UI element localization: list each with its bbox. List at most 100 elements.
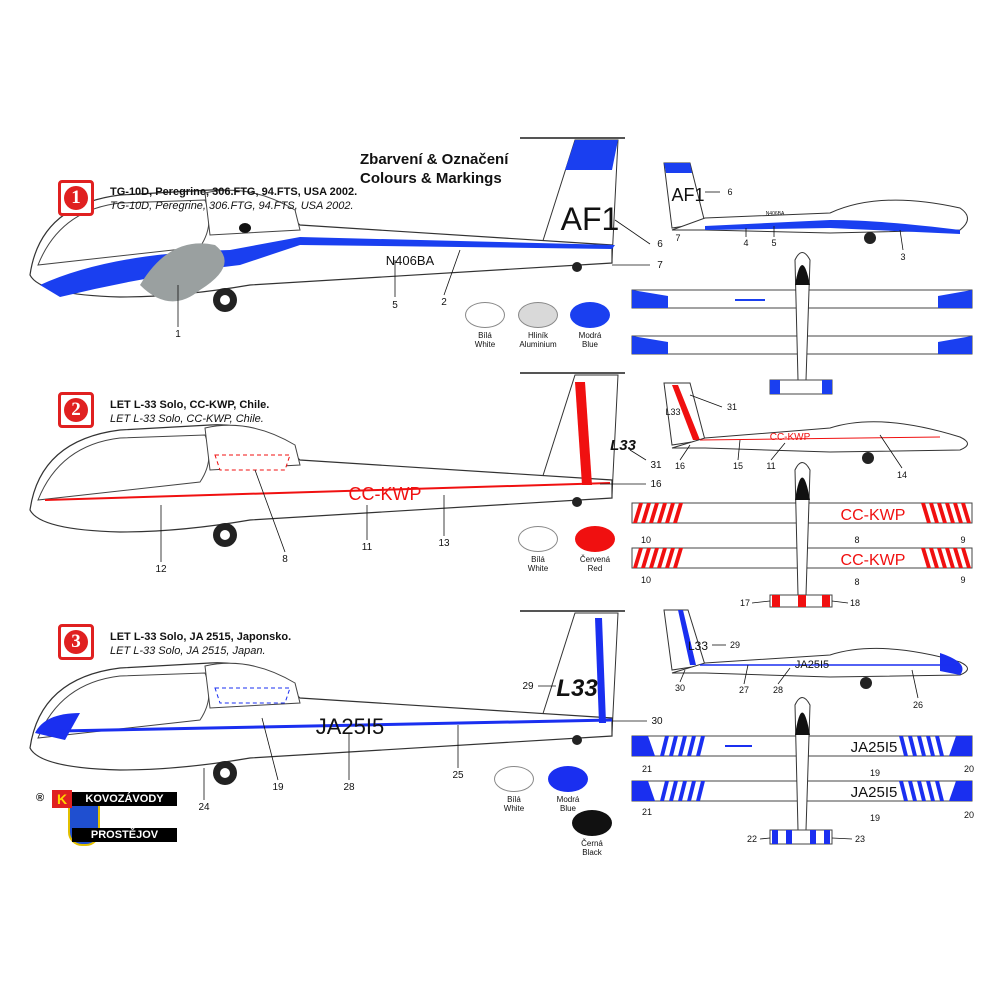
swatch-dot bbox=[465, 302, 505, 328]
blue-nose bbox=[35, 713, 80, 740]
wing-stripe-left bbox=[641, 548, 651, 568]
tailplane-stripes bbox=[772, 595, 830, 607]
wing-stripe-right bbox=[926, 736, 935, 756]
wing-stripe-right bbox=[937, 503, 947, 523]
callout-12: 12 bbox=[155, 564, 167, 575]
callout-3: 3 bbox=[900, 252, 905, 262]
scheme-caption-3: LET L-33 Solo, JA 2515, Japonsko. LET L-… bbox=[110, 631, 292, 657]
callout-4: 4 bbox=[743, 238, 748, 248]
leader-line bbox=[831, 600, 849, 604]
callout-6: 6 bbox=[727, 187, 732, 197]
leader-line bbox=[911, 669, 919, 699]
wing-stripe-right bbox=[961, 548, 971, 568]
callout-29: 29 bbox=[730, 640, 740, 650]
side-fin-tip bbox=[664, 163, 692, 173]
side-registration: CC-KWP bbox=[770, 432, 811, 443]
wheel-hub bbox=[220, 768, 230, 778]
kovozavody-logo: ® K KOVOZÁVODY PROSTĚJOV bbox=[32, 790, 177, 848]
page-title: Zbarvení & Označení Colours & Markings bbox=[360, 150, 508, 188]
title-czech: Zbarvení & Označení bbox=[360, 151, 509, 168]
callout-26: 26 bbox=[913, 700, 923, 710]
leader-line bbox=[629, 449, 647, 461]
swatch-dot bbox=[572, 810, 612, 836]
wing-stripe-left bbox=[657, 548, 667, 568]
leader-line bbox=[759, 837, 771, 840]
tail-wheel bbox=[572, 735, 582, 745]
callout-20: 20 bbox=[964, 810, 974, 820]
wing-stripe-right bbox=[917, 736, 926, 756]
wing-stripe-left bbox=[687, 736, 696, 756]
callout-21: 21 bbox=[642, 764, 652, 774]
wing-stripe-left bbox=[657, 503, 667, 523]
leader-line bbox=[679, 669, 686, 683]
leader-line bbox=[737, 439, 741, 461]
wing-registration: CC-KWP bbox=[841, 507, 906, 524]
red-cheatline bbox=[44, 482, 611, 501]
wing-stripe-right bbox=[935, 736, 944, 756]
leader-line bbox=[777, 667, 791, 685]
wing-tip-right bbox=[938, 290, 972, 308]
blue-cheatline bbox=[59, 718, 613, 733]
wing-stripe-right bbox=[945, 548, 955, 568]
callout-10: 10 bbox=[641, 535, 651, 545]
wing-tip-right bbox=[949, 736, 972, 756]
callout-7: 7 bbox=[675, 233, 680, 243]
wing-stripe-right bbox=[899, 736, 908, 756]
swatch-dot bbox=[575, 526, 615, 552]
side-fin-stripe bbox=[678, 610, 696, 665]
swatch-dot bbox=[548, 766, 588, 792]
callout-5: 5 bbox=[392, 300, 398, 311]
callout-6: 6 bbox=[657, 239, 663, 250]
leader-line bbox=[751, 600, 771, 604]
leader-line bbox=[689, 394, 723, 408]
canopy bbox=[37, 672, 210, 739]
side-wheel bbox=[860, 677, 872, 689]
plan-canopy bbox=[795, 265, 810, 285]
red-fin-stripe bbox=[575, 382, 592, 485]
callout-28: 28 bbox=[773, 685, 783, 695]
callout-19: 19 bbox=[870, 813, 880, 823]
side-tail-code: L33 bbox=[665, 407, 680, 417]
wing-stripe-left bbox=[660, 736, 669, 756]
wing-stripe-left bbox=[669, 736, 678, 756]
wing-stripe-left bbox=[641, 503, 651, 523]
logo-line-2: PROSTĚJOV bbox=[72, 828, 177, 842]
callout-2: 2 bbox=[441, 297, 447, 308]
aluminium-lightning-panel bbox=[140, 243, 225, 302]
wing-stripe-right bbox=[953, 503, 963, 523]
logo-k: K bbox=[52, 790, 72, 808]
callout-24: 24 bbox=[198, 802, 210, 813]
callout-22: 22 bbox=[747, 834, 757, 844]
leader-line bbox=[743, 664, 749, 685]
wing-tip-left bbox=[632, 736, 655, 756]
tail-wheel bbox=[572, 262, 582, 272]
side-wheel bbox=[864, 232, 876, 244]
callout-31: 31 bbox=[650, 460, 662, 471]
wing-tip-left bbox=[632, 336, 668, 354]
wing-stripe-left bbox=[633, 548, 643, 568]
scheme-caption-1: TG-10D, Peregrine, 306.FTG, 94.FTS, USA … bbox=[110, 186, 358, 212]
canopy bbox=[37, 199, 210, 266]
scheme-badge-2: 2 bbox=[58, 392, 94, 428]
tailplane-tip bbox=[770, 380, 780, 394]
canopy-ring bbox=[239, 223, 251, 233]
wing-stripe-left bbox=[687, 781, 696, 801]
leader-line bbox=[879, 434, 903, 469]
tailplane-stripes bbox=[772, 830, 830, 844]
wing-stripe-right bbox=[953, 548, 963, 568]
callout-9: 9 bbox=[960, 575, 965, 585]
callout-30: 30 bbox=[675, 683, 685, 693]
side-fuselage bbox=[671, 421, 968, 453]
plan-canopy bbox=[795, 477, 810, 500]
leader-line bbox=[831, 837, 853, 840]
wing-stripe-left bbox=[649, 503, 659, 523]
callout-11: 11 bbox=[362, 542, 373, 553]
callout-1: 1 bbox=[175, 329, 181, 340]
side-wheel bbox=[862, 452, 874, 464]
swatch-dot bbox=[494, 766, 534, 792]
side-blue-stripe bbox=[705, 220, 960, 234]
scheme-badge-3: 3 bbox=[58, 624, 94, 660]
